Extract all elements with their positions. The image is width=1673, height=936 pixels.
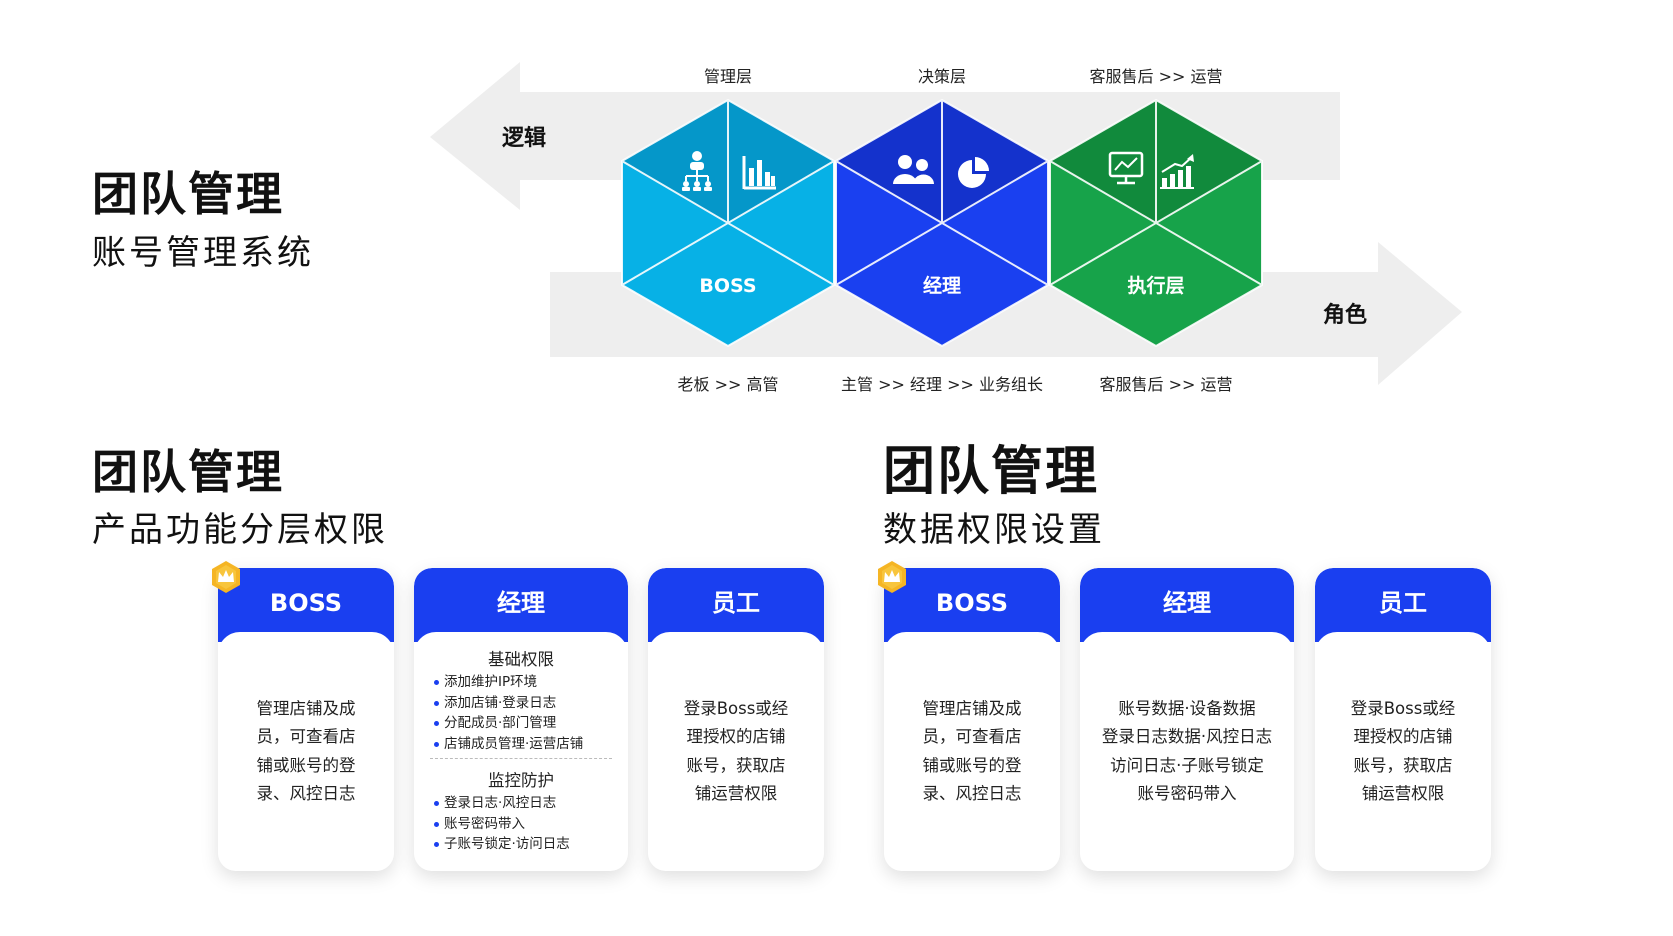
card-body: 账号数据·设备数据 登录日志数据·风控日志 访问日志·子账号锁定 账号密码带入 [1080, 632, 1294, 871]
top-label-1: 管理层 [703, 67, 752, 86]
bottom-label-2: 主管 >> 经理 >> 业务组长 [841, 375, 1043, 394]
card-line: 录、风控日志 [256, 784, 356, 803]
card-line: 铺运营权限 [694, 784, 778, 803]
section-right-subtitle: 数据权限设置 [883, 510, 1105, 550]
card-body: 基础权限 添加维护IP环境 添加店铺·登录日志 分配成员·部门管理 店铺成员管理… [414, 632, 628, 871]
bottom-label-1: 老板 >> 高管 [677, 375, 779, 394]
list-item: 添加维护IP环境 [414, 672, 628, 693]
card-line: 铺或账号的登 [256, 755, 356, 775]
card-head: 经理 [414, 568, 628, 642]
top-label-3: 客服售后 >> 运营 [1089, 67, 1223, 86]
org-chart-icon [682, 151, 712, 191]
card-line: 员，可查看店 [922, 727, 1022, 746]
bar-chart-icon [742, 156, 776, 190]
card-line: 登录Boss或经 [683, 698, 789, 718]
card-head: 员工 [648, 568, 824, 642]
card-line: 铺运营权限 [1361, 784, 1445, 803]
bottom-label-3: 客服售后 >> 运营 [1099, 375, 1233, 394]
list-item: 登录日志·风控日志 [414, 793, 628, 814]
left-card-manager: 经理 基础权限 添加维护IP环境 添加店铺·登录日志 分配成员·部门管理 店铺成… [414, 568, 628, 871]
crown-icon [212, 561, 240, 593]
card-head: BOSS [884, 568, 1060, 642]
card-line: 访问日志·子账号锁定 [1110, 755, 1264, 775]
page-title: 团队管理 [92, 167, 284, 221]
list-item: 账号密码带入 [414, 814, 628, 835]
card-head: 员工 [1315, 568, 1491, 642]
section-left-title: 团队管理 [92, 445, 284, 499]
hex-label-executor: 执行层 [1127, 274, 1184, 297]
card-line: 账号，获取店 [686, 755, 786, 775]
card-line: 员，可查看店 [256, 727, 356, 746]
card-body: 登录Boss或经 理授权的店铺 账号，获取店 铺运营权限 [648, 632, 824, 871]
list-item: 添加店铺·登录日志 [414, 693, 628, 714]
card-head: BOSS [218, 568, 394, 642]
hex-label-manager: 经理 [923, 274, 961, 297]
card-body: 管理店铺及成 员，可查看店 铺或账号的登 录、风控日志 [218, 632, 394, 871]
card-line: 录、风控日志 [922, 784, 1022, 803]
card-head: 经理 [1080, 568, 1294, 642]
top-label-2: 决策层 [917, 67, 966, 86]
section-left-subtitle: 产品功能分层权限 [92, 510, 388, 550]
card-line: 账号，获取店 [1353, 755, 1453, 775]
card-line: 理授权的店铺 [686, 727, 786, 746]
monitor-chart-icon [1108, 151, 1144, 185]
right-card-staff: 员工 登录Boss或经 理授权的店铺 账号，获取店 铺运营权限 [1315, 568, 1491, 871]
card-line: 铺或账号的登 [922, 755, 1022, 775]
left-card-boss: BOSS 管理店铺及成 员，可查看店 铺或账号的登 录、风控日志 [218, 568, 394, 871]
group-title: 监控防护 [488, 771, 554, 790]
card-line: 理授权的店铺 [1353, 727, 1453, 746]
users-icon [893, 155, 934, 184]
card-line: 管理店铺及成 [922, 698, 1022, 718]
list-item: 店铺成员管理·运营店铺 [414, 734, 628, 755]
hex-diagram: BOSS 经理 执行层 [430, 62, 1462, 385]
role-label: 角色 [1323, 303, 1368, 328]
left-card-staff: 员工 登录Boss或经 理授权的店铺 账号，获取店 铺运营权限 [648, 568, 824, 871]
card-line: 账号密码带入 [1137, 784, 1237, 803]
hexagon-boss [621, 98, 835, 348]
group-title: 基础权限 [488, 650, 554, 669]
list-item: 子账号锁定·访问日志 [414, 834, 628, 855]
hexagon-manager [835, 98, 1049, 348]
crown-icon [878, 561, 906, 593]
card-body: 管理店铺及成 员，可查看店 铺或账号的登 录、风控日志 [884, 632, 1060, 871]
card-line: 登录Boss或经 [1350, 698, 1456, 718]
card-line: 账号数据·设备数据 [1118, 698, 1256, 718]
section-right-title: 团队管理 [883, 442, 1100, 502]
hex-label-boss: BOSS [699, 275, 756, 297]
right-card-manager: 经理 账号数据·设备数据 登录日志数据·风控日志 访问日志·子账号锁定 账号密码… [1080, 568, 1294, 871]
list-item: 分配成员·部门管理 [414, 713, 628, 734]
hexagon-executor [1049, 98, 1263, 348]
right-card-boss: BOSS 管理店铺及成 员，可查看店 铺或账号的登 录、风控日志 [884, 568, 1060, 871]
pie-chart-icon [958, 157, 989, 188]
card-line: 登录日志数据·风控日志 [1101, 727, 1273, 746]
page-subtitle: 账号管理系统 [92, 233, 314, 273]
card-body: 登录Boss或经 理授权的店铺 账号，获取店 铺运营权限 [1315, 632, 1491, 871]
divider [430, 758, 612, 759]
logic-label: 逻辑 [502, 126, 547, 151]
growth-chart-icon [1160, 154, 1194, 189]
card-line: 管理店铺及成 [256, 698, 356, 718]
